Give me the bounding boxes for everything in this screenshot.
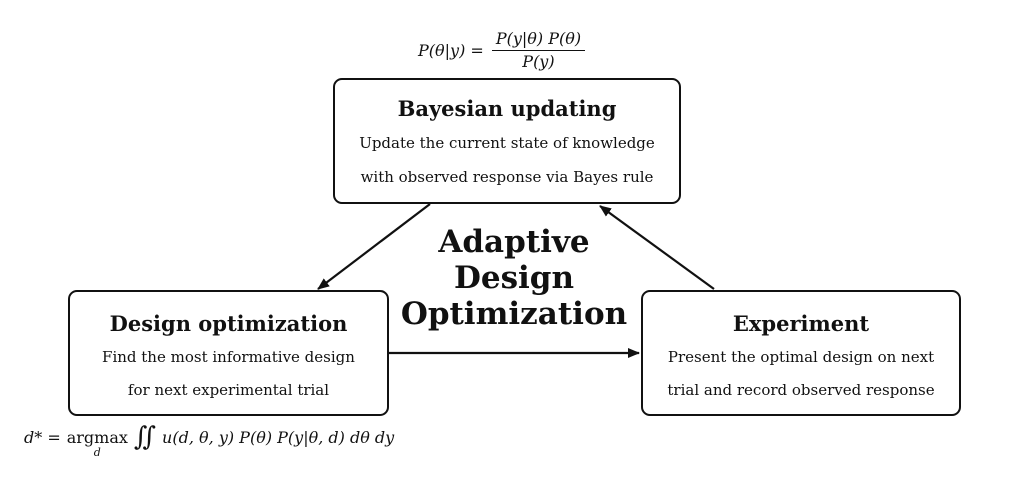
design-optimization-node: Design optimization Find the most inform… <box>68 290 389 416</box>
bayes-formula-lhs: P(θ|y) = <box>418 41 484 60</box>
experiment-title: Experiment <box>732 311 870 336</box>
center-title-line-3: Optimization <box>400 296 628 332</box>
design-optimization-title: Design optimization <box>109 311 348 336</box>
argmax-operator: argmax d <box>67 428 128 459</box>
experiment-desc-line-1: Present the optimal design on next <box>667 348 935 366</box>
double-integral-symbol: ∬ <box>133 422 157 452</box>
bayes-rule-formula: P(θ|y) = P(y|θ) P(θ) P(y) <box>418 30 586 71</box>
bayes-formula-fraction: P(y|θ) P(θ) P(y) <box>491 30 586 71</box>
arrow-experiment-to-bayes <box>599 205 715 290</box>
bayesian-updating-title: Bayesian updating <box>397 96 617 121</box>
center-title-line-2: Design <box>453 260 575 296</box>
design-optimization-formula: d* = argmax d ∬ u(d, θ, y) P(θ) P(y|θ, d… <box>24 422 395 459</box>
arrow-bayes-to-design <box>317 203 431 290</box>
experiment-node: Experiment Present the optimal design on… <box>641 290 961 416</box>
center-title: Adaptive Design Optimization <box>400 224 628 332</box>
bayes-formula-denominator: P(y) <box>522 52 555 71</box>
argmax-label: argmax <box>66 428 128 447</box>
argmax-subscript: d <box>93 446 101 459</box>
experiment-desc-line-2: trial and record observed response <box>667 381 935 399</box>
design-optimization-desc-line-1: Find the most informative design <box>102 348 355 366</box>
bayesian-updating-desc-line-1: Update the current state of knowledge <box>359 134 655 152</box>
bayesian-updating-node: Bayesian updating Update the current sta… <box>333 78 681 204</box>
design-optimization-desc-line-2: for next experimental trial <box>127 381 330 399</box>
bayes-formula-numerator: P(y|θ) P(θ) <box>491 30 586 51</box>
center-title-line-1: Adaptive <box>438 224 590 260</box>
bayesian-updating-desc-line-2: with observed response via Bayes rule <box>360 168 654 186</box>
design-formula-integrand: u(d, θ, y) P(θ) P(y|θ, d) dθ dy <box>162 428 395 447</box>
design-formula-lhs: d* = <box>24 428 61 447</box>
